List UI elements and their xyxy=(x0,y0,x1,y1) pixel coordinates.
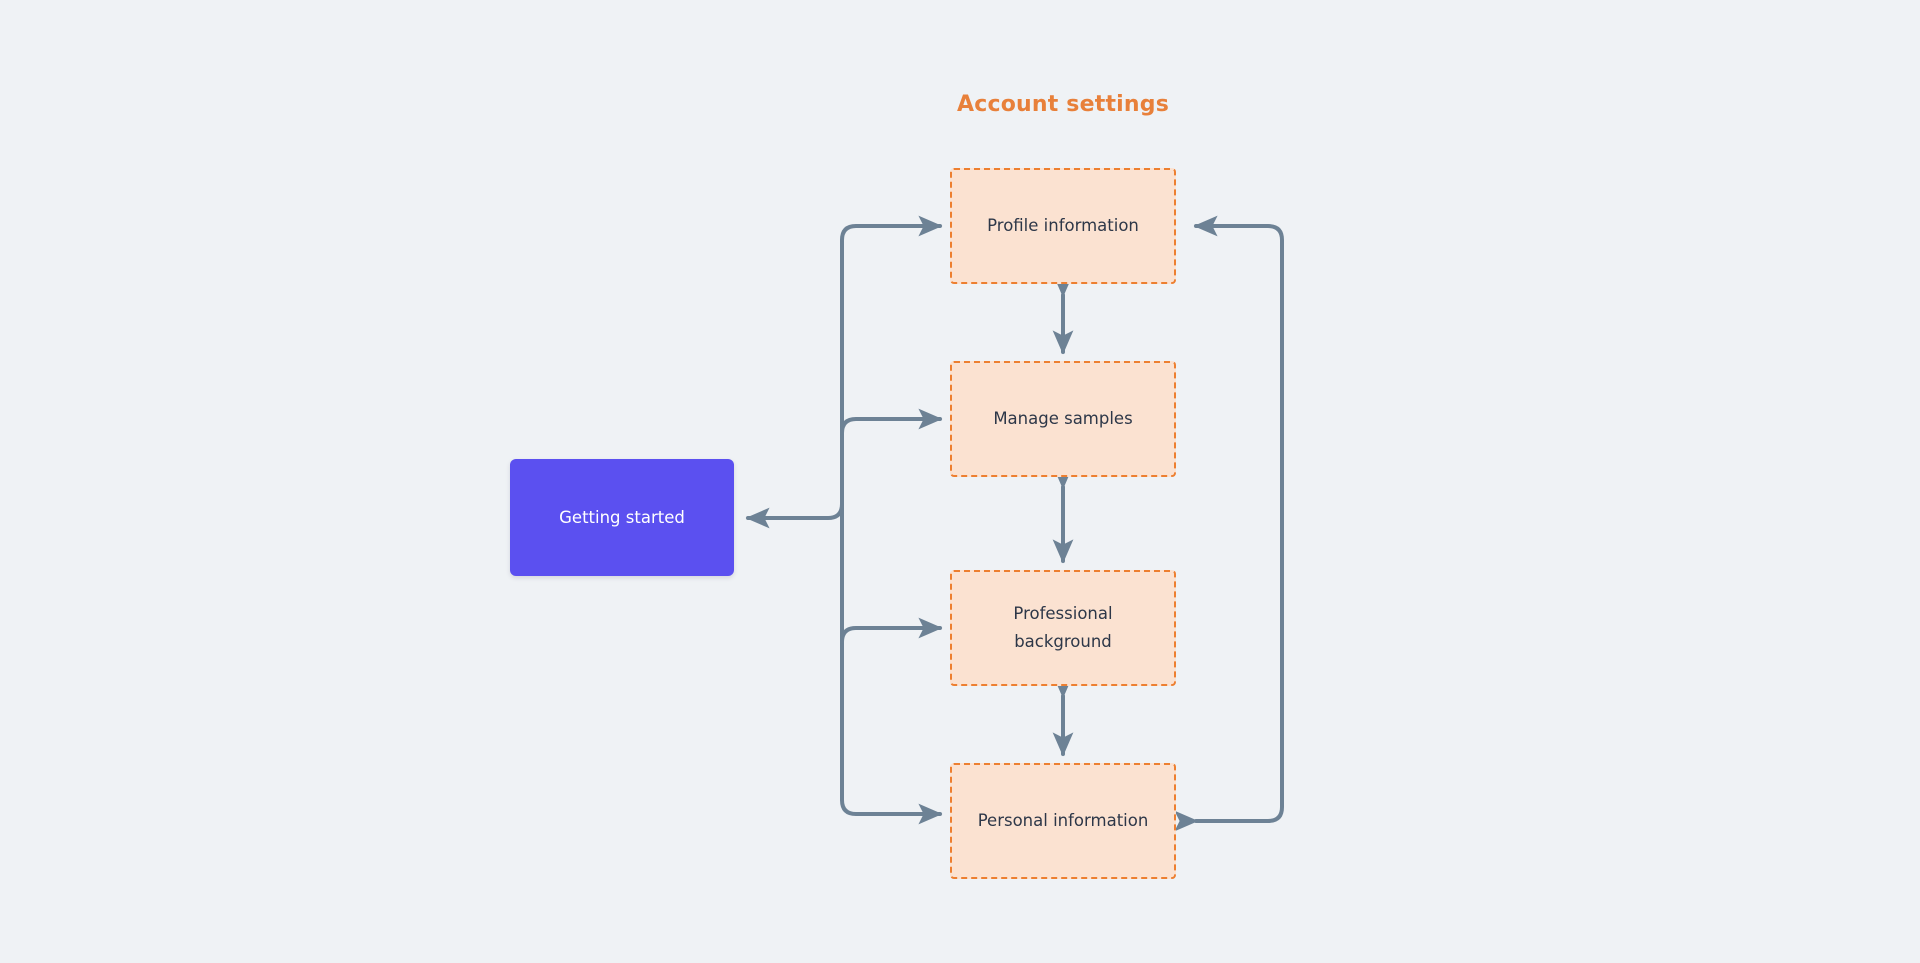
edge-trunk-to-manage-samples xyxy=(840,408,943,435)
node-profile-information-label: Profile information xyxy=(987,216,1139,235)
node-getting-started[interactable]: Getting started xyxy=(510,459,734,576)
node-manage-samples-label: Manage samples xyxy=(993,409,1133,428)
diagram-title: Account settings xyxy=(956,92,1170,117)
node-profile-information[interactable]: Profile information xyxy=(950,168,1176,284)
node-professional-background-label: Professional background xyxy=(1013,604,1113,651)
node-professional-background[interactable]: Professional background xyxy=(950,570,1176,686)
node-personal-information[interactable]: Personal information xyxy=(950,763,1176,879)
edge-personal-to-profile-loop xyxy=(1174,215,1284,832)
node-manage-samples[interactable]: Manage samples xyxy=(950,361,1176,477)
node-getting-started-label: Getting started xyxy=(559,507,685,527)
edge-trunk-to-profile xyxy=(840,215,943,242)
edge-trunk-to-personal-information xyxy=(840,798,943,825)
edge-trunk-to-getting-started xyxy=(745,502,844,529)
node-personal-information-label: Personal information xyxy=(977,811,1149,830)
edge-trunk-to-professional-background xyxy=(840,617,943,644)
